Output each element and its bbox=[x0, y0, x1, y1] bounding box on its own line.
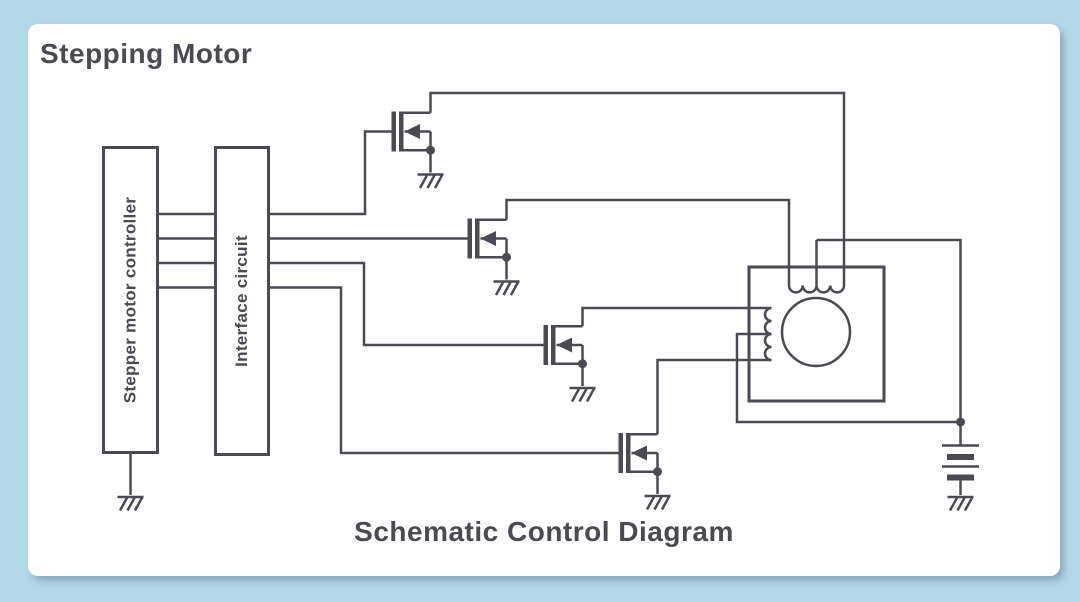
controller-ground bbox=[116, 452, 145, 512]
diagram-caption: Schematic Control Diagram bbox=[354, 516, 734, 547]
drain-wire-4 bbox=[656, 358, 772, 435]
drain-wires bbox=[429, 91, 846, 435]
coil-b-supply-wire bbox=[735, 332, 961, 424]
controller-label: Stepper motor controller bbox=[120, 196, 140, 404]
drain-wire-1 bbox=[429, 91, 846, 286]
motor-rotor-circle bbox=[780, 296, 852, 368]
mosfet-q2 bbox=[470, 219, 520, 296]
mosfet-q4 bbox=[621, 433, 671, 510]
stepper-motor-symbol bbox=[747, 240, 886, 403]
block-interface-circuit: Interface circuit bbox=[214, 146, 270, 456]
gate-wire-1 bbox=[155, 130, 392, 216]
page-title: Stepping Motor bbox=[40, 38, 253, 69]
phase-a-coil-icon bbox=[787, 285, 846, 294]
drain-wire-2 bbox=[505, 198, 791, 286]
mosfet-q3 bbox=[546, 325, 596, 402]
block-stepper-motor-controller: Stepper motor controller bbox=[102, 146, 159, 454]
drain-wire-3 bbox=[581, 306, 772, 327]
battery-icon bbox=[942, 422, 979, 512]
mosfet-q1 bbox=[394, 112, 444, 189]
ground-icon bbox=[946, 495, 975, 512]
ground-icon bbox=[116, 495, 145, 512]
interface-label: Interface circuit bbox=[232, 235, 251, 367]
diagram-panel bbox=[28, 24, 1060, 576]
coil-a-supply-wire bbox=[816, 238, 962, 422]
